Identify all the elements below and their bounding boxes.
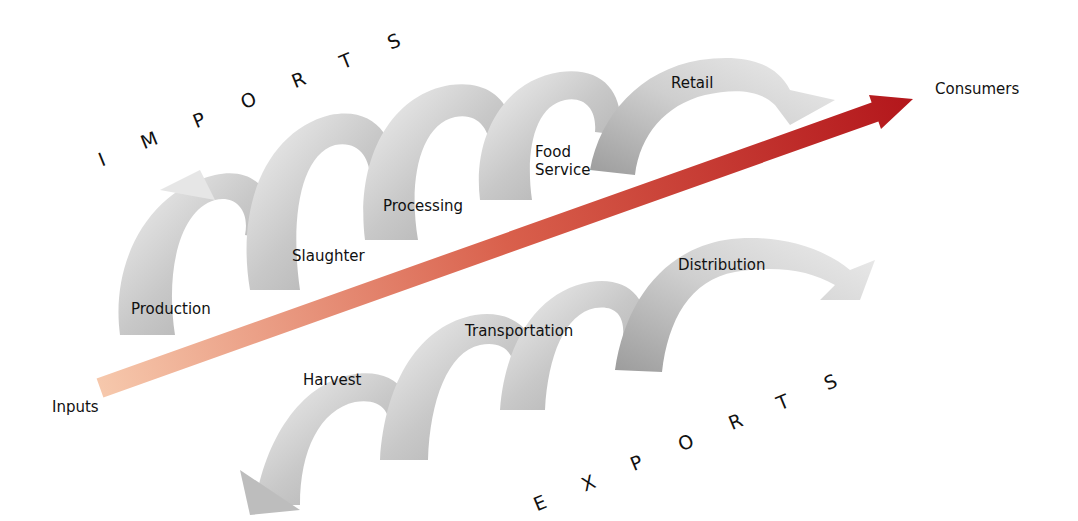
stage-label: Food Service [535, 143, 615, 179]
stage-label: Processing [383, 197, 463, 215]
endpoint-label: Consumers [935, 80, 1019, 98]
stage-label: Slaughter [292, 247, 365, 265]
lower-swirl [240, 238, 875, 515]
stage-label: Distribution [678, 256, 766, 274]
stage-label: Production [131, 300, 211, 318]
stage-label: Harvest [303, 371, 361, 389]
exports-label: EXPORTS [530, 354, 878, 516]
stage-label: Retail [671, 74, 713, 92]
supply-chain-arrow [97, 95, 913, 397]
endpoint-label: Inputs [52, 398, 99, 416]
stage-label: Transportation [465, 322, 573, 340]
